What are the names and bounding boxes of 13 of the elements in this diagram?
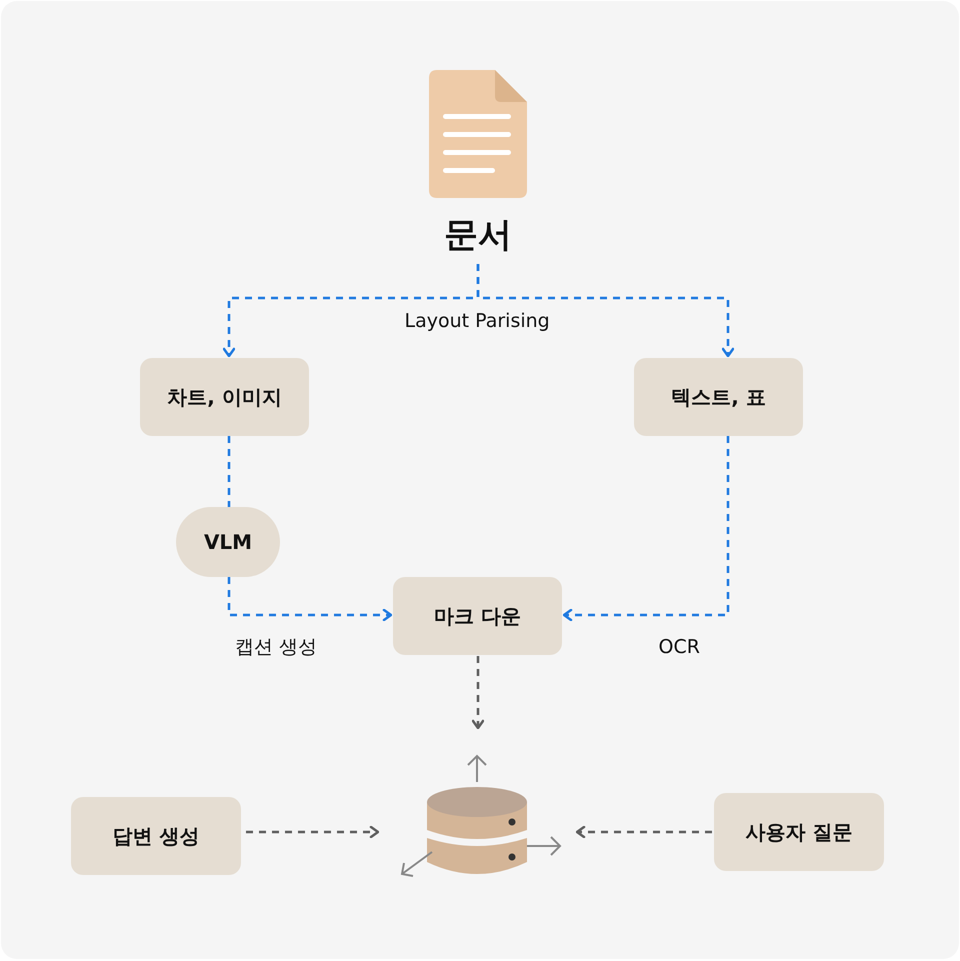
connector — [228, 577, 392, 622]
process-box: 차트, 이미지 — [140, 358, 309, 436]
connector — [472, 656, 484, 730]
connector — [246, 826, 380, 838]
process-box: 마크 다운 — [393, 577, 562, 655]
process-box: 답변 생성 — [71, 797, 241, 875]
process-box: 텍스트, 표 — [634, 358, 803, 436]
process-box: 사용자 질문 — [714, 793, 884, 871]
document-label: 문서 — [443, 214, 513, 257]
connector — [228, 436, 230, 507]
connector — [476, 264, 734, 358]
connector — [562, 436, 730, 622]
connector — [576, 826, 712, 838]
